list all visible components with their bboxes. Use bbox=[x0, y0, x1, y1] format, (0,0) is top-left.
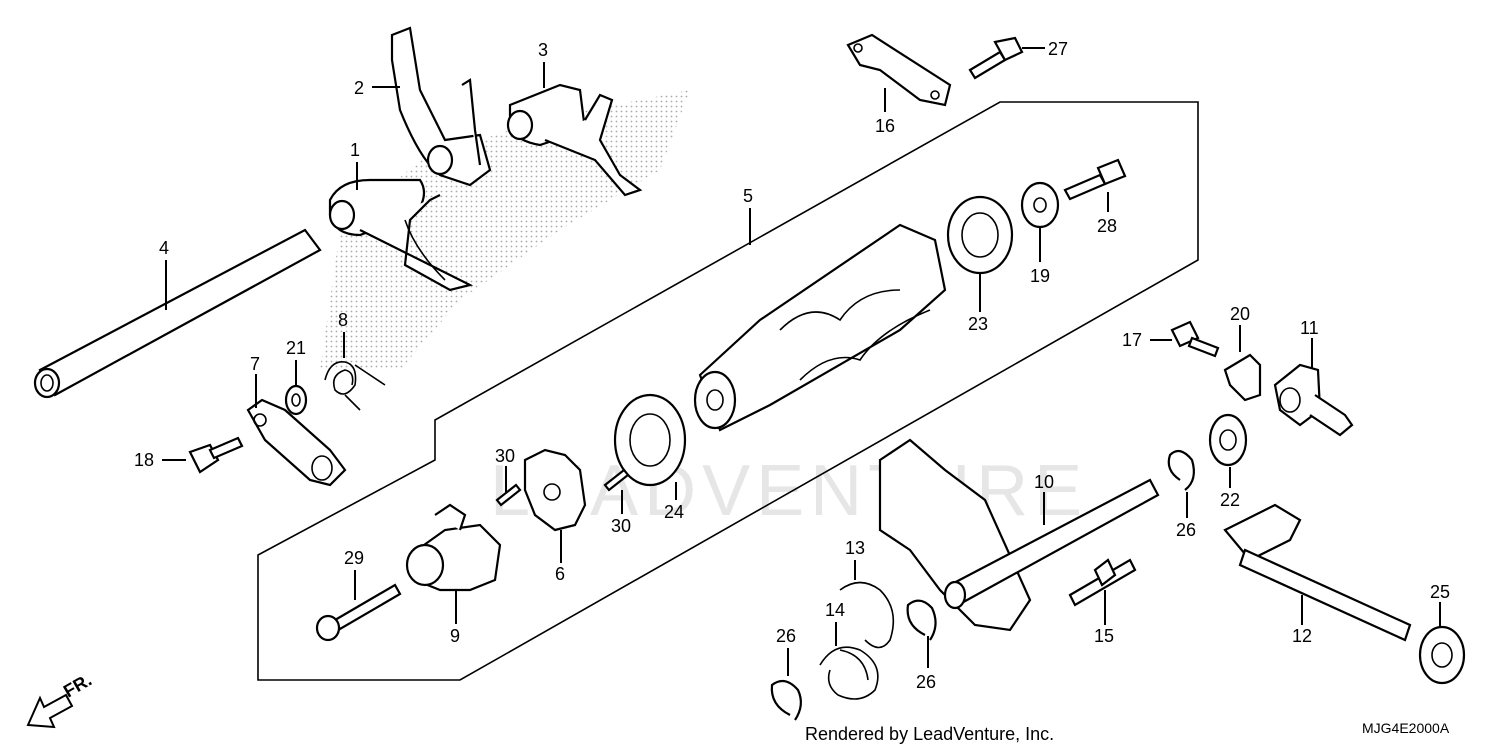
washer-19 bbox=[1020, 181, 1060, 229]
diagram-code: MJG4E2000A bbox=[1362, 720, 1450, 736]
callout-22[interactable]: 22 bbox=[1220, 490, 1240, 510]
callout-labels: 1 2 3 4 5 6 7 8 9 10 11 12 13 14 15 16 1… bbox=[134, 39, 1450, 692]
callout-3[interactable]: 3 bbox=[538, 40, 548, 60]
callout-17[interactable]: 17 bbox=[1122, 330, 1142, 350]
callout-23[interactable]: 23 bbox=[968, 314, 988, 334]
callout-26-upper[interactable]: 26 bbox=[1176, 520, 1196, 540]
shift-drum bbox=[693, 223, 947, 432]
circlip-26-lower bbox=[770, 679, 802, 721]
callout-25[interactable]: 25 bbox=[1430, 582, 1450, 602]
callout-30-left[interactable]: 30 bbox=[495, 446, 515, 466]
flange-bolt-28 bbox=[1063, 158, 1127, 201]
callout-27[interactable]: 27 bbox=[1048, 39, 1068, 59]
leader-lines bbox=[162, 47, 1441, 676]
bearing-23 bbox=[946, 195, 1014, 275]
callout-19[interactable]: 19 bbox=[1030, 266, 1050, 286]
callout-26-lower[interactable]: 26 bbox=[776, 626, 796, 646]
callout-16[interactable]: 16 bbox=[875, 116, 895, 136]
shift-fork-1 bbox=[328, 178, 474, 292]
spring-14 bbox=[819, 646, 879, 700]
setting-plate-20 bbox=[1223, 353, 1262, 402]
callout-10[interactable]: 10 bbox=[1034, 472, 1054, 492]
callout-1[interactable]: 1 bbox=[350, 140, 360, 160]
callout-2[interactable]: 2 bbox=[354, 78, 364, 98]
callout-30-right[interactable]: 30 bbox=[611, 516, 631, 536]
callout-24[interactable]: 24 bbox=[664, 502, 684, 522]
callout-8[interactable]: 8 bbox=[338, 310, 348, 330]
callout-28[interactable]: 28 bbox=[1097, 216, 1117, 236]
stopper-arm bbox=[246, 398, 347, 487]
callout-21[interactable]: 21 bbox=[286, 338, 306, 358]
assembly-outline bbox=[257, 101, 1199, 681]
footer-credit: Rendered by LeadVenture, Inc. bbox=[805, 724, 1054, 744]
callout-12[interactable]: 12 bbox=[1292, 626, 1312, 646]
dowel-pin-30-left bbox=[495, 483, 522, 507]
gearshift-shaft-12 bbox=[1223, 503, 1412, 642]
callout-4[interactable]: 4 bbox=[159, 238, 169, 258]
callout-14[interactable]: 14 bbox=[825, 600, 845, 620]
oil-seal-25 bbox=[1418, 625, 1466, 685]
front-direction-indicator: FR. bbox=[26, 670, 95, 729]
callout-13[interactable]: 13 bbox=[845, 538, 865, 558]
callout-26-middle[interactable]: 26 bbox=[916, 672, 936, 692]
gearshift-arm-11 bbox=[1273, 363, 1354, 437]
washer-21 bbox=[284, 384, 308, 416]
shift-fork-2 bbox=[390, 26, 492, 187]
callout-18[interactable]: 18 bbox=[134, 450, 154, 470]
circlip-26-upper bbox=[1167, 449, 1195, 491]
flange-bolt-27 bbox=[968, 36, 1024, 80]
return-spring-8 bbox=[324, 361, 386, 411]
circlip-26-middle bbox=[906, 599, 937, 641]
callout-7[interactable]: 7 bbox=[250, 354, 260, 374]
shift-drum-center bbox=[405, 503, 502, 592]
washer-22 bbox=[1208, 413, 1248, 467]
stud-bolt-15 bbox=[1068, 558, 1137, 607]
gearshift-spindle bbox=[878, 438, 1160, 632]
callout-5[interactable]: 5 bbox=[743, 186, 753, 206]
flange-bolt-17 bbox=[1170, 320, 1220, 358]
shift-fork-3 bbox=[506, 83, 643, 197]
dowel-pin-30-right bbox=[603, 468, 630, 492]
callout-20[interactable]: 20 bbox=[1230, 304, 1250, 324]
bearing-24 bbox=[613, 393, 687, 487]
socket-bolt-29 bbox=[315, 583, 402, 642]
callout-29[interactable]: 29 bbox=[344, 548, 364, 568]
callout-6[interactable]: 6 bbox=[555, 564, 565, 584]
shift-fork-shaft bbox=[33, 228, 322, 399]
callout-11[interactable]: 11 bbox=[1300, 318, 1319, 338]
drum-center-plate bbox=[523, 448, 587, 532]
callout-9[interactable]: 9 bbox=[450, 626, 460, 646]
front-arrow-icon bbox=[26, 693, 74, 729]
stopper-plate bbox=[846, 33, 952, 107]
callout-15[interactable]: 15 bbox=[1094, 626, 1114, 646]
spring-13 bbox=[839, 581, 895, 649]
flange-bolt-18 bbox=[188, 436, 244, 474]
